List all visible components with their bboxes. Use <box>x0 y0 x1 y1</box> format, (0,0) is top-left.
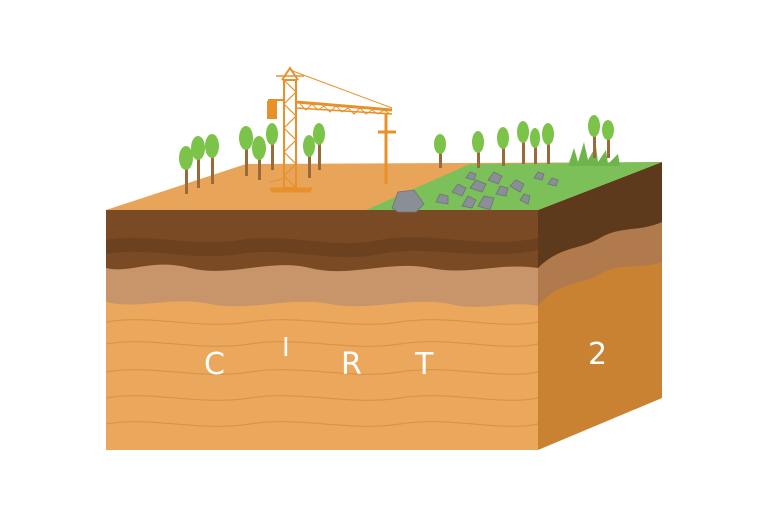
side-band-layer <box>538 214 662 306</box>
tree-icon <box>303 135 315 178</box>
tree-icon <box>266 123 278 170</box>
tree-icon <box>239 126 253 176</box>
side-face: 2 <box>538 162 662 450</box>
tree-icon <box>588 115 600 158</box>
tree-icon <box>313 123 325 170</box>
rocks <box>391 171 559 213</box>
side-label-1: 2 <box>588 337 607 372</box>
tree-icon <box>530 128 540 164</box>
tower-crane-icon <box>267 66 396 193</box>
rock-icon <box>435 193 449 205</box>
rock-icon <box>495 185 509 197</box>
rock-icon <box>391 189 425 213</box>
front-face: C I R T <box>105 210 539 450</box>
tree-icon <box>472 131 484 168</box>
tree-icon <box>434 134 446 168</box>
rock-icon <box>487 171 503 185</box>
rock-icon <box>509 179 525 193</box>
front-label-4: T <box>414 347 434 382</box>
tree-icon <box>517 121 529 164</box>
side-topsoil-layer <box>538 162 662 268</box>
front-label-1: C <box>204 347 225 382</box>
front-subsoil-lines <box>105 319 539 427</box>
front-label-2: I <box>282 333 290 363</box>
front-topsoil-wave <box>106 237 538 258</box>
tree-icon <box>542 123 554 164</box>
rock-icon <box>533 171 545 181</box>
tree-icon <box>179 146 193 194</box>
rock-icon <box>461 195 477 209</box>
tree-icon <box>602 120 614 158</box>
trees-left <box>179 123 446 194</box>
rock-icon <box>547 177 559 187</box>
rock-icon <box>465 171 477 181</box>
front-label-3: R <box>341 347 362 382</box>
rock-icon <box>519 193 531 205</box>
rock-icon <box>477 195 495 211</box>
rock-icon <box>469 179 487 193</box>
trees-right <box>472 115 614 168</box>
tree-icon <box>205 134 219 184</box>
tree-icon <box>252 136 266 180</box>
tree-icon <box>497 127 509 166</box>
tree-icon <box>191 136 205 188</box>
rock-icon <box>451 183 467 197</box>
